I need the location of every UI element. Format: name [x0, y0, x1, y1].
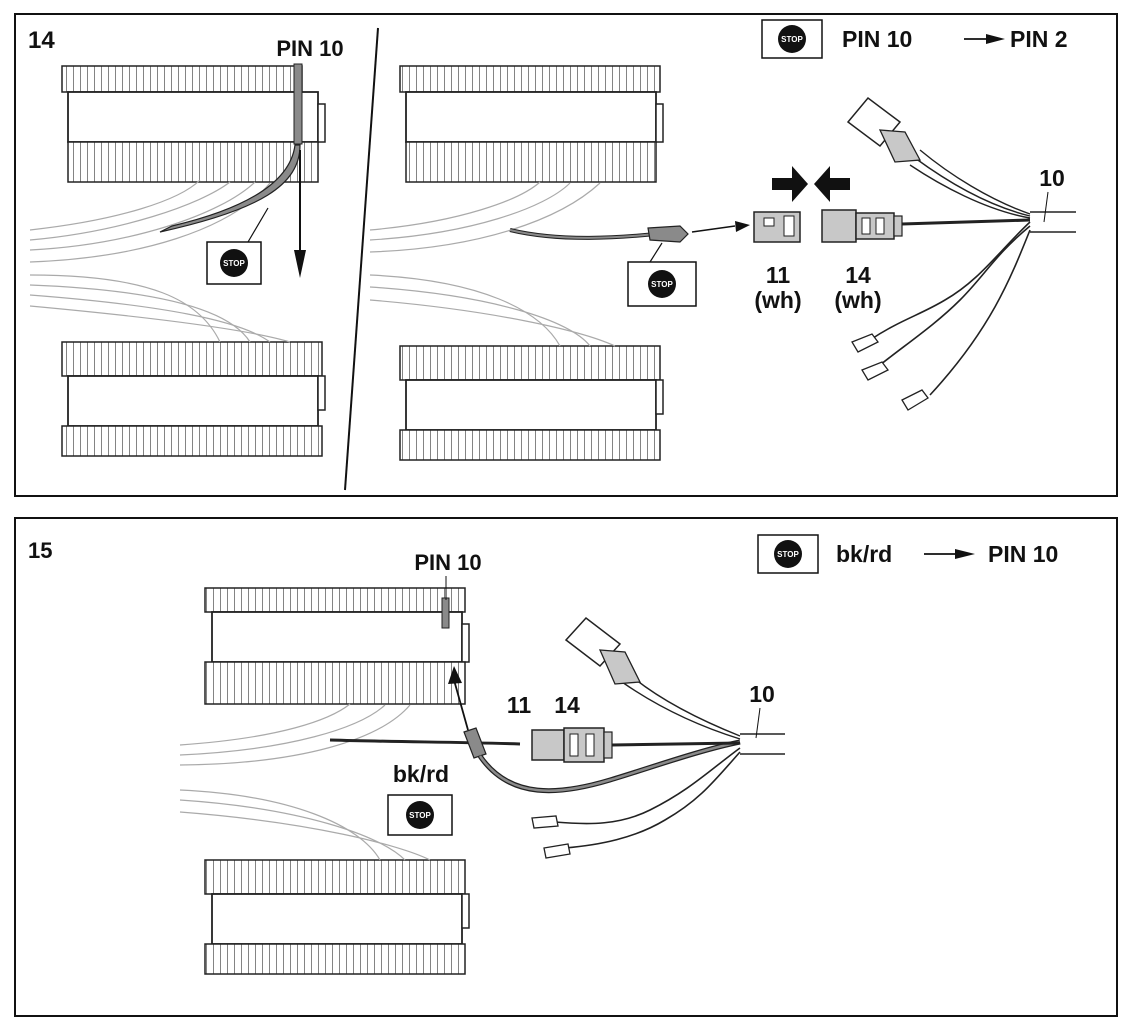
stop-icon-text: STOP — [777, 550, 799, 559]
pin-10-slot-15 — [441, 597, 450, 629]
connector-housing-11 — [753, 211, 801, 243]
instruction-14: STOP PIN 10 PIN 2 — [761, 19, 1068, 59]
stop-icon-text: STOP — [409, 811, 431, 820]
connector-11-color: (wh) — [754, 287, 801, 313]
connector-housing-14 — [821, 209, 903, 243]
stop-icon-right: STOP — [627, 261, 697, 307]
panel-15: STOP 15 PIN 10 bk/rd 11 14 10 STOP bk/rd… — [14, 517, 1118, 1017]
instruction-to-15: PIN 10 — [988, 541, 1058, 567]
wire-to-connector-11 — [329, 738, 521, 746]
instruction-from-15: bk/rd — [836, 541, 892, 567]
wire-bundle-15 — [179, 703, 431, 861]
connector-block-right-top — [399, 65, 664, 183]
harness-label-14: 10 — [1039, 165, 1065, 191]
wire-label-bk-rd: bk/rd — [393, 761, 449, 787]
connector-11-number: 11 — [766, 262, 791, 288]
push-arrow-right — [772, 166, 808, 202]
cable-harness-15 — [554, 674, 785, 849]
removed-pin-terminal — [647, 225, 689, 243]
connector-14-label-15: 14 — [554, 692, 580, 718]
stop-icon-15: STOP — [387, 794, 453, 836]
instruction-from-14: PIN 10 — [842, 26, 912, 52]
insert-arrow-15-head — [448, 666, 462, 684]
connector-14-color: (wh) — [834, 287, 881, 313]
pin-10-label-14: PIN 10 — [276, 36, 343, 61]
harness-terminals-15 — [531, 815, 571, 859]
harness-label-15: 10 — [749, 681, 775, 707]
connector-pair-15 — [531, 727, 613, 763]
pin-10-label-15: PIN 10 — [414, 550, 481, 575]
stop-icon-header-15: STOP — [757, 534, 819, 574]
bk-rd-terminal — [463, 727, 487, 759]
step-number-15: 15 — [28, 538, 52, 563]
panel-15-frame — [14, 517, 1118, 1017]
connector-block-left-bottom — [61, 341, 326, 457]
pin-10-wire-left — [159, 144, 301, 233]
wire-bundle-left — [29, 179, 291, 343]
harness-plug-15 — [564, 616, 642, 685]
pin-10-highlight — [293, 63, 303, 145]
cable-harness-14 — [869, 149, 1076, 396]
stop-leader-left — [247, 207, 269, 243]
stop-icon-left: STOP — [206, 241, 262, 285]
insert-arrow-shaft — [691, 225, 736, 233]
connector-block-right-bottom — [399, 345, 664, 461]
connector-block-left-top — [61, 63, 326, 183]
stop-icon-header-14: STOP — [761, 19, 823, 59]
stop-icon-text: STOP — [651, 280, 673, 289]
insert-arrow-head — [735, 221, 750, 232]
insert-arrow-15-shaft — [453, 679, 469, 731]
connector-block-15-top — [204, 587, 470, 705]
connector-11-label-15: 11 — [507, 692, 532, 718]
step-number-14: 14 — [28, 27, 55, 54]
instruction-15: STOP bk/rd PIN 10 — [757, 534, 1058, 574]
instruction-to-14: PIN 2 — [1010, 26, 1068, 52]
push-arrow-left — [814, 166, 850, 202]
stop-icon-text: STOP — [223, 259, 245, 268]
panel-14-frame — [14, 13, 1118, 497]
harness-plug-top — [846, 96, 922, 163]
panel-14-divider — [344, 27, 379, 491]
connector-block-15-bottom — [204, 859, 470, 975]
wire-bundle-right — [369, 181, 616, 347]
stop-icon-text: STOP — [781, 35, 803, 44]
panel-14: STOP 14 PIN 10 — [14, 13, 1118, 497]
stop-leader-right — [649, 242, 663, 263]
harness-terminals — [851, 333, 929, 411]
connector-14-number: 14 — [845, 262, 871, 288]
pull-arrow-head — [294, 250, 306, 278]
